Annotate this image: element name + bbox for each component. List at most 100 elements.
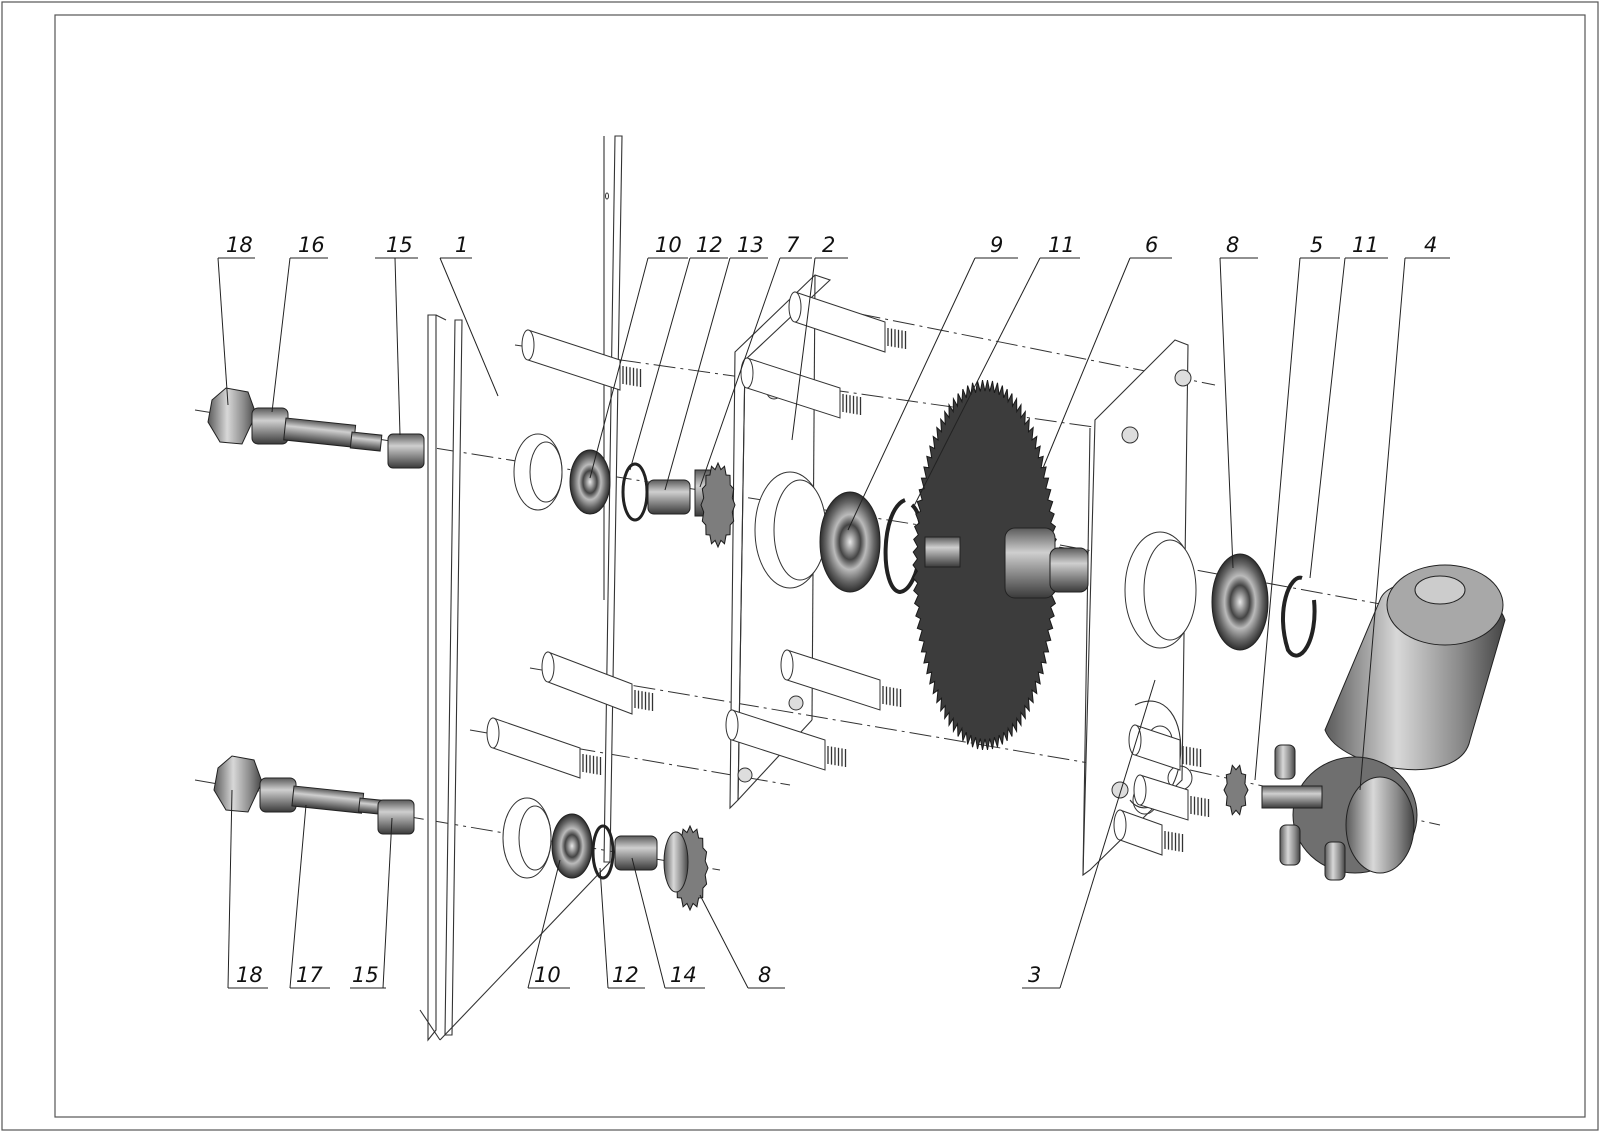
standoff-nut <box>1111 781 1129 799</box>
callout-8-top: 8 <box>1226 233 1239 257</box>
callout-9: 9 <box>990 233 1003 257</box>
leader-lines <box>217 257 1450 989</box>
callout-6: 6 <box>1145 233 1158 257</box>
callout-1: 1 <box>455 233 468 257</box>
plate-bore-inner <box>529 441 563 503</box>
retaining-ring-11b <box>1281 575 1317 658</box>
plate-bore-inner <box>518 805 552 871</box>
callout-15-top: 15 <box>386 233 413 257</box>
callout-18-bottom: 18 <box>236 963 263 987</box>
gear-6-stub <box>924 536 961 568</box>
standoff-end <box>1113 809 1127 841</box>
callout-12-top: 12 <box>696 233 723 257</box>
gear-7-teeth <box>700 461 736 549</box>
callout-3: 3 <box>1028 963 1041 987</box>
pinion-5 <box>1223 764 1249 816</box>
gear-8 <box>663 824 709 912</box>
mount-post <box>1274 744 1296 780</box>
bushing-15 <box>387 433 425 469</box>
standoff-end <box>780 649 794 681</box>
standoff-nut <box>1174 369 1192 387</box>
callout-16: 16 <box>298 233 325 257</box>
mount-post <box>1324 841 1346 881</box>
standoff <box>794 291 886 353</box>
hex-nut-18 <box>207 387 257 445</box>
shaft-16-collar <box>251 407 289 445</box>
standoff-end <box>788 291 802 323</box>
callout-7: 7 <box>786 233 800 257</box>
standoff <box>492 717 581 779</box>
callout-5: 5 <box>1310 233 1323 257</box>
standoff-thread <box>1182 746 1202 767</box>
standoffs <box>486 291 1210 856</box>
callout-18-top: 18 <box>226 233 253 257</box>
gearbox-face <box>1345 776 1415 874</box>
standoff-thread <box>827 746 847 767</box>
standoff-nut <box>788 695 804 711</box>
standoff-thread <box>622 366 642 387</box>
callout-17: 17 <box>296 963 323 987</box>
retaining-ring-12 <box>621 462 649 522</box>
motor-end-boss <box>1414 575 1466 605</box>
standoff-thread <box>882 686 902 707</box>
standoff-thread <box>634 690 654 711</box>
standoff-thread <box>1164 831 1184 852</box>
standoff-end <box>486 717 500 749</box>
shaft-17-body <box>291 785 365 814</box>
callout-10-bottom: 10 <box>534 963 561 987</box>
motor-shaft <box>1261 785 1323 809</box>
bushing-15b <box>377 799 415 835</box>
hex-nut-18b <box>213 755 263 813</box>
gear-8-face <box>663 831 689 893</box>
mount-post <box>1279 824 1301 866</box>
gear-6-hub <box>1004 527 1056 599</box>
plate-part-1 <box>419 135 623 1042</box>
standoff-nut <box>737 767 753 783</box>
standoff-thread <box>1190 796 1210 817</box>
callout-13: 13 <box>737 233 764 257</box>
callout-labels: 18 16 15 1 10 12 13 7 2 9 11 6 8 5 11 4 … <box>226 233 1437 987</box>
gear-6-shaft <box>1049 547 1089 593</box>
inner-frame <box>54 14 1586 1118</box>
plate-bore-inner <box>1143 539 1197 641</box>
standoff-end <box>541 651 555 683</box>
standoff-end <box>725 709 739 741</box>
callout-2: 2 <box>822 233 835 257</box>
standoff-end <box>740 357 754 389</box>
pinion-5-teeth <box>1223 764 1249 816</box>
motor-part-4 <box>1223 564 1506 881</box>
plate-bore-inner <box>773 479 827 581</box>
sleeve-14 <box>614 835 658 871</box>
top-shaft-assembly <box>207 379 1317 751</box>
callout-15-bottom: 15 <box>352 963 379 987</box>
standoff-nut <box>1121 426 1139 444</box>
callout-11-top-left: 11 <box>1048 233 1075 257</box>
standoff-thread <box>842 394 862 415</box>
bottom-shaft-assembly <box>213 755 709 912</box>
callout-12-bottom: 12 <box>612 963 639 987</box>
callout-4: 4 <box>1424 233 1437 257</box>
standoff-thread <box>887 328 907 349</box>
gear-6 <box>912 379 1058 751</box>
callout-10-top: 10 <box>655 233 682 257</box>
standoff <box>746 357 841 419</box>
shaft-16-tip <box>349 431 383 452</box>
standoff-end <box>1133 774 1147 806</box>
retaining-ring-12b <box>591 824 615 880</box>
gear-7 <box>694 461 736 549</box>
bearing-10 <box>569 449 611 515</box>
callout-8-bottom: 8 <box>758 963 771 987</box>
callout-11-top-right: 11 <box>1352 233 1379 257</box>
standoff <box>731 709 826 771</box>
shaft-17-collar <box>259 777 297 813</box>
standoff <box>547 651 633 715</box>
standoff-end <box>521 329 535 361</box>
sleeve-13 <box>647 479 691 515</box>
standoff-thread <box>582 754 602 775</box>
bearing-8 <box>1211 553 1269 651</box>
standoff-end <box>1128 724 1142 756</box>
plate-hole <box>605 192 609 200</box>
shaft-16-body <box>283 417 357 448</box>
